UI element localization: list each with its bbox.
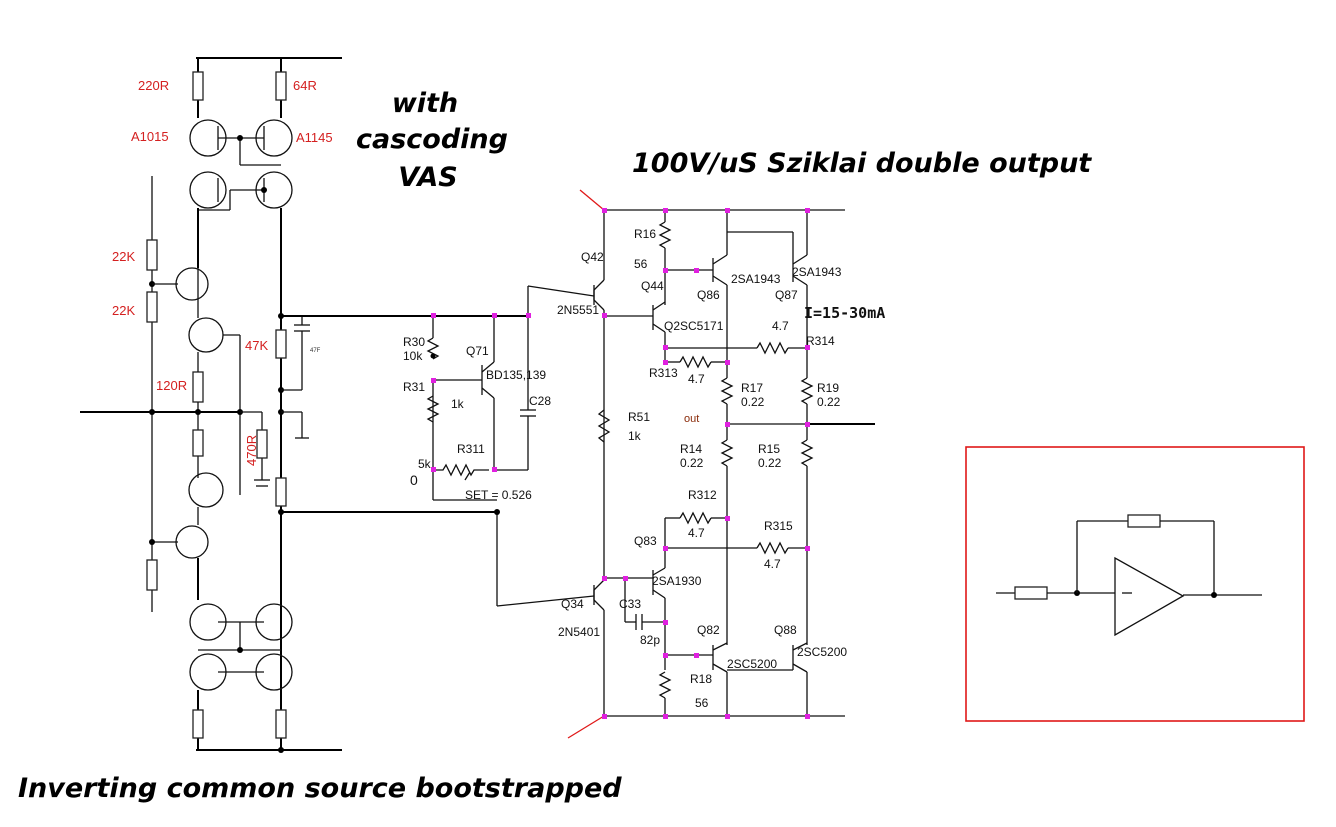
title-with: with [392,88,458,119]
label-q71: Q71 [466,344,489,358]
label-2n5401: 2N5401 [558,625,600,639]
label-10k: 10k [403,349,423,363]
resistor-47k [275,329,287,359]
right-schematic [426,189,875,739]
label-r315: R315 [764,519,793,533]
label-r30: R30 [403,335,425,349]
label-22k-a: 22K [112,249,135,264]
label-0-22b: 0.22 [817,395,841,409]
label-56b: 56 [695,696,709,710]
resistor-470r [256,429,268,459]
label-a1145: A1145 [296,130,333,145]
label-q82: Q82 [697,623,720,637]
label-out: out [684,413,699,425]
label-q2sc5171: Q2SC5171 [664,319,724,333]
label-current: I=15-30mA [804,304,885,322]
label-q44: Q44 [641,279,664,293]
resistor-bottom-left [192,709,204,739]
resistor-lower-right [275,477,287,507]
transistor-bias [175,267,209,301]
label-c28: C28 [529,394,551,408]
junction-nodes [431,208,810,719]
label-q87: Q87 [775,288,798,302]
cap-47f-label: 47F [310,348,321,354]
label-bd135: BD135,139 [486,368,546,382]
label-r19: R19 [817,381,839,395]
label-q34: Q34 [561,597,584,611]
label-2sc5200-a: 2SC5200 [727,657,777,671]
label-2sc5200-b: 2SC5200 [797,645,847,659]
label-c33: C33 [619,597,641,611]
label-120r: 120R [156,378,187,393]
label-r17: R17 [741,381,763,395]
label-4-7c: 4.7 [688,526,705,540]
label-2sa1930: 2SA1930 [652,574,702,588]
opamp-feedback-resistor [1127,514,1161,528]
label-64r: 64R [293,78,317,93]
label-4-7d: 4.7 [764,557,781,571]
label-q83: Q83 [634,534,657,548]
opamp-input-resistor [1014,586,1048,600]
label-22k-b: 22K [112,303,135,318]
label-1k: 1k [451,397,465,411]
label-r313: R313 [649,366,678,380]
resistor-64r [275,71,287,101]
transistor-cascode-left [189,171,227,209]
label-4-7a: 4.7 [772,319,789,333]
title-cascoding: cascoding [356,124,508,155]
label-82p: 82p [640,633,660,647]
label-q88: Q88 [774,623,797,637]
label-r311: R311 [457,442,485,456]
label-4-7b: 4.7 [688,372,705,386]
title-sziklai: 100V/uS Sziklai double output [632,148,1092,179]
jfet-upper [188,317,224,353]
label-2sa1943-b: 2SA1943 [792,265,842,279]
jfet-lower [188,472,224,508]
label-a1015: A1015 [131,129,169,144]
label-r312: R312 [688,488,717,502]
label-470r: 470R [244,435,259,466]
label-5k: 5k [418,457,432,471]
label-r14: R14 [680,442,702,456]
opamp-inset [965,446,1305,722]
resistor-120r [192,371,204,403]
label-47k: 47K [245,338,268,353]
label-0-22c: 0.22 [680,456,704,470]
resistor-lower-bias [146,559,158,591]
resistor-22k-b [146,291,158,323]
label-r314: R314 [806,334,835,348]
label-set: SET = 0.526 [465,488,532,502]
resistor-lower-120r [192,429,204,457]
label-1k-b: 1k [628,429,642,443]
title-inverting: Inverting common source bootstrapped [18,773,622,804]
label-r16: R16 [634,227,656,241]
label-0-22a: 0.22 [741,395,765,409]
label-q42: Q42 [581,250,604,264]
resistor-220r [192,71,204,101]
label-0-22d: 0.22 [758,456,782,470]
label-r31: R31 [403,380,425,394]
label-220r: 220R [138,78,169,93]
label-2n5551: 2N5551 [557,303,599,317]
label-56a: 56 [634,257,648,271]
label-2sa1943-a: 2SA1943 [731,272,781,286]
label-r15: R15 [758,442,780,456]
title-vas: VAS [398,162,457,193]
opamp-triangle [1114,556,1185,637]
resistor-bottom-right [275,709,287,739]
opamp-inset-frame [965,446,1305,722]
label-r18: R18 [690,672,712,686]
resistor-22k-a [146,239,158,271]
left-schematic: 47F [80,57,342,753]
label-zero: 0 [410,472,418,488]
transistor-lower-bias [175,525,209,559]
label-r51: R51 [628,410,650,424]
label-q86: Q86 [697,288,720,302]
